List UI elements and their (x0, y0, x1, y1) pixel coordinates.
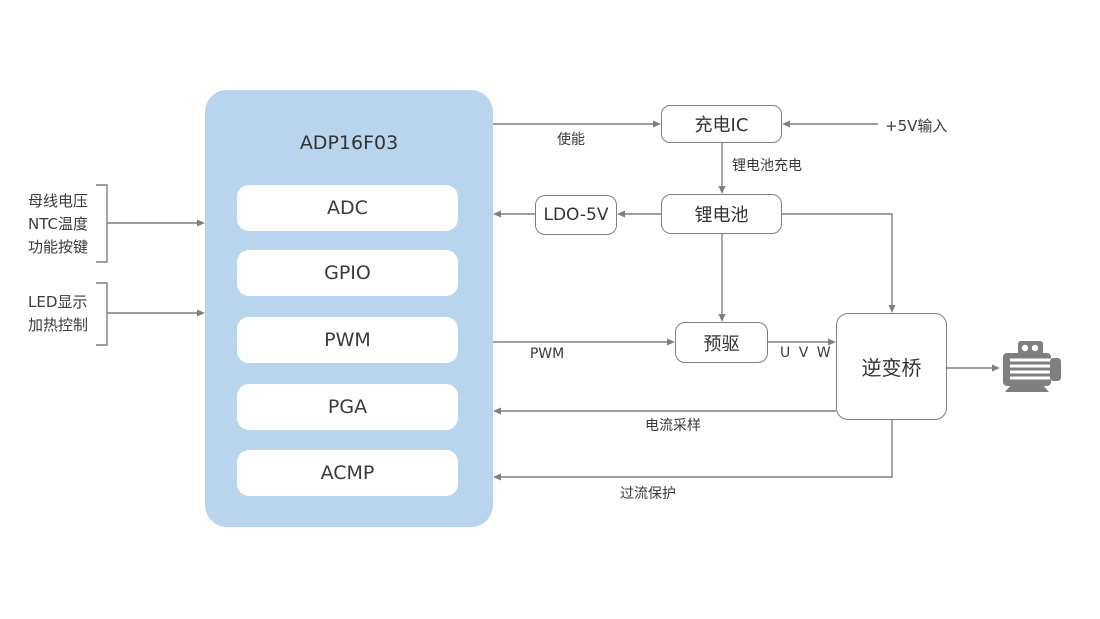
arrowhead (992, 364, 1000, 372)
module-pga: PGA (237, 384, 458, 430)
input-group-analog: 母线电压 NTC温度 功能按键 (28, 190, 88, 259)
edge-label-pwm: PWM (529, 346, 565, 362)
input-label-function-keys: 功能按键 (28, 238, 89, 256)
input-label-bus-voltage: 母线电压 (28, 192, 89, 210)
module-acmp: ACMP (237, 450, 458, 496)
arrowhead (718, 314, 726, 322)
arrowhead (617, 210, 625, 218)
arrowhead (782, 120, 790, 128)
arrowhead (888, 305, 896, 313)
arrowhead (197, 219, 205, 227)
motor-icon (1003, 341, 1061, 392)
module-gpio: GPIO (237, 250, 458, 296)
arrowhead (718, 186, 726, 194)
block-li-battery: 锂电池 (661, 194, 782, 234)
input-label-led-display: LED显示 (28, 293, 88, 311)
connector-battery-inverter (782, 213, 893, 305)
arrowhead (667, 338, 675, 346)
arrowhead (653, 120, 661, 128)
block-ldo-5v: LDO-5V (535, 195, 617, 235)
edge-label-uvw: U V W (780, 345, 833, 361)
input-label-ntc-temp: NTC温度 (28, 215, 88, 233)
edge-label-current-sample: 电流采样 (645, 418, 701, 434)
edge-label-overcurrent: 过流保护 (620, 486, 676, 502)
bracket-inputs-1 (96, 184, 108, 263)
arrowhead (197, 309, 205, 317)
edge-label-enable: 使能 (557, 132, 585, 148)
arrowhead (493, 473, 501, 481)
arrowhead (493, 407, 501, 415)
input-label-heater-control: 加热控制 (28, 316, 89, 334)
bracket-inputs-2 (96, 282, 108, 346)
module-adc: ADC (237, 185, 458, 231)
input-group-io: LED显示 加热控制 (28, 291, 88, 337)
module-pwm: PWM (237, 317, 458, 363)
edge-label-5v-input: +5V输入 (885, 117, 948, 135)
mcu-title: ADP16F03 (299, 132, 399, 154)
block-charger-ic: 充电IC (661, 105, 782, 143)
edge-label-battery-charge: 锂电池充电 (732, 158, 802, 174)
arrowhead (493, 210, 501, 218)
block-predriver: 预驱 (675, 322, 768, 363)
block-inverter-bridge: 逆变桥 (836, 313, 947, 420)
